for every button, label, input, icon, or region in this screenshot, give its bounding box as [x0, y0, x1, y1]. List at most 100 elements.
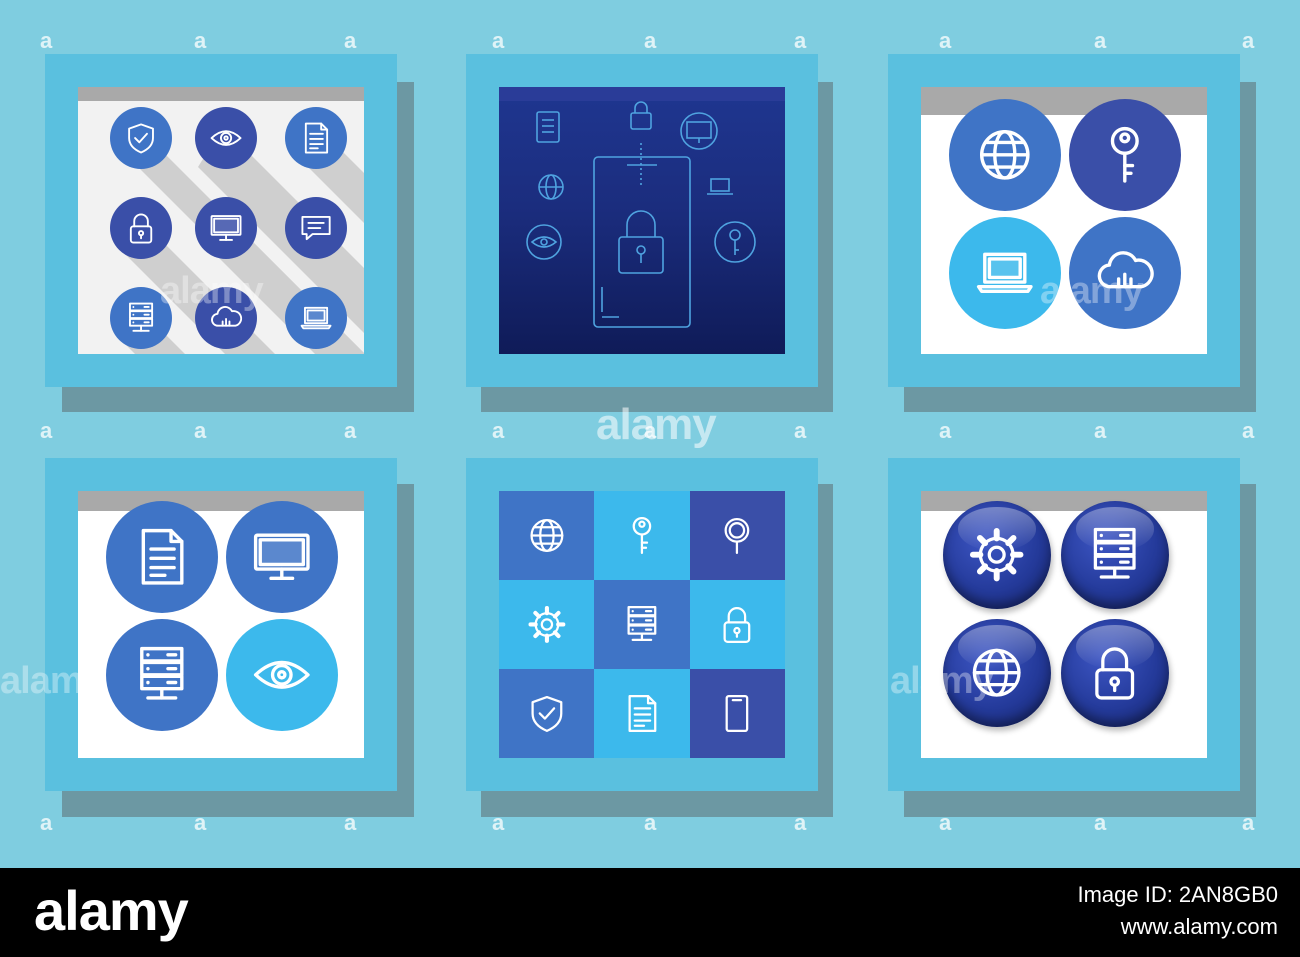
- icon-circle: [285, 107, 347, 169]
- document-icon: [141, 529, 184, 585]
- watermark-letter: a: [939, 418, 952, 443]
- panel-strip: [921, 491, 1207, 511]
- icon-circle: [195, 197, 257, 259]
- cloud-icon: [1097, 251, 1154, 289]
- padlock-icon: [129, 213, 153, 244]
- card-smartphone-scene: [466, 54, 818, 387]
- watermark-letter: a: [344, 28, 357, 53]
- eye-icon: [210, 130, 242, 146]
- icon-tile: [689, 669, 785, 758]
- icon-tile: [594, 669, 690, 758]
- icon-circle: [106, 501, 218, 613]
- gear-icon: [970, 528, 1024, 582]
- icon-circle: [195, 107, 257, 169]
- icon-tile: [499, 669, 595, 758]
- watermark-letter: a: [1094, 28, 1107, 53]
- watermark-letter: a: [644, 28, 657, 53]
- key-icon: [632, 516, 652, 555]
- card-panel: [921, 87, 1207, 354]
- watermark-letter: a: [194, 418, 207, 443]
- icon-tile: [594, 580, 690, 669]
- glossy-button: [943, 501, 1051, 609]
- card-panel: [78, 87, 364, 354]
- icon-tile: [689, 491, 785, 580]
- watermark-letter: a: [644, 418, 657, 443]
- card-panel: [78, 491, 364, 758]
- icon-tile: [689, 580, 785, 669]
- icon-circle: [226, 619, 338, 731]
- icon-circle: [1069, 99, 1181, 211]
- watermark-letter: a: [344, 418, 357, 443]
- shield-check-icon: [128, 123, 154, 154]
- gloss-highlight: [958, 507, 1036, 551]
- watermark-letter: a: [939, 28, 952, 53]
- footer-image-id: Image ID: 2AN8GB0: [1077, 882, 1278, 907]
- card-panel: [921, 491, 1207, 758]
- card-glossy-buttons: [888, 458, 1240, 791]
- watermark-letter: a: [492, 28, 505, 53]
- server-icon: [140, 647, 184, 700]
- padlock-icon: [723, 607, 751, 644]
- monitor-icon: [254, 533, 310, 581]
- laptop-icon: [977, 252, 1033, 294]
- glossy-button: [943, 619, 1051, 727]
- watermark-letter: a: [1094, 418, 1107, 443]
- watermark-letter: a: [794, 28, 807, 53]
- watermark-letter: a: [194, 28, 207, 53]
- card-four-circles-a: [888, 54, 1240, 387]
- shield-check-icon: [531, 695, 563, 733]
- panel-strip: [921, 87, 1207, 115]
- globe-icon: [980, 130, 1030, 180]
- icon-circle: [285, 197, 347, 259]
- card-panel: [499, 491, 785, 758]
- globe-icon: [973, 649, 1021, 697]
- magnifier-icon: [724, 517, 750, 555]
- panel-strip: [78, 87, 364, 101]
- watermark-letter: a: [40, 810, 53, 835]
- globe-icon: [530, 519, 564, 552]
- server-icon: [1094, 528, 1136, 579]
- icon-circle: [195, 287, 257, 349]
- card-four-circles-b: [45, 458, 397, 791]
- gear-icon: [528, 606, 566, 643]
- server-icon: [627, 605, 657, 641]
- eye-icon: [254, 661, 310, 689]
- watermark-letter: a: [492, 418, 505, 443]
- glossy-button: [1061, 501, 1169, 609]
- watermark-letter: a: [1242, 418, 1255, 443]
- gloss-highlight: [1076, 625, 1154, 669]
- icon-circle: [106, 619, 218, 731]
- card-checkerboard: [466, 458, 818, 791]
- monitor-icon: [210, 215, 242, 241]
- document-icon: [628, 694, 657, 733]
- icon-circle: [110, 197, 172, 259]
- panel-strip: [499, 87, 785, 101]
- icon-circle: [1069, 217, 1181, 329]
- icon-circle: [949, 217, 1061, 329]
- watermark-letter: a: [40, 418, 53, 443]
- footer-meta: Image ID: 2AN8GB0 www.alamy.com: [1077, 876, 1278, 940]
- document-icon: [304, 122, 329, 154]
- stock-footer: alamy Image ID: 2AN8GB0 www.alamy.com: [0, 868, 1300, 957]
- icon-circle: [949, 99, 1061, 211]
- watermark-letter: a: [40, 28, 53, 53]
- footer-site: www.alamy.com: [1120, 914, 1278, 939]
- chat-bubble-icon: [301, 215, 331, 241]
- smartphone-scene: [526, 101, 756, 328]
- icon-circle: [226, 501, 338, 613]
- icon-circle: [285, 287, 347, 349]
- smartphone-icon: [725, 694, 749, 733]
- icon-tile: [499, 491, 595, 580]
- server-icon: [128, 302, 154, 332]
- panel-strip: [78, 491, 364, 511]
- laptop-icon: [300, 306, 332, 330]
- card-panel: [499, 87, 785, 354]
- card-icon-grid: [45, 54, 397, 387]
- watermark-letter: a: [794, 418, 807, 443]
- key-icon: [1110, 127, 1140, 183]
- icon-circle: [110, 107, 172, 169]
- padlock-icon: [1095, 647, 1135, 700]
- icon-circle: [110, 287, 172, 349]
- footer-brand: alamy: [34, 879, 189, 942]
